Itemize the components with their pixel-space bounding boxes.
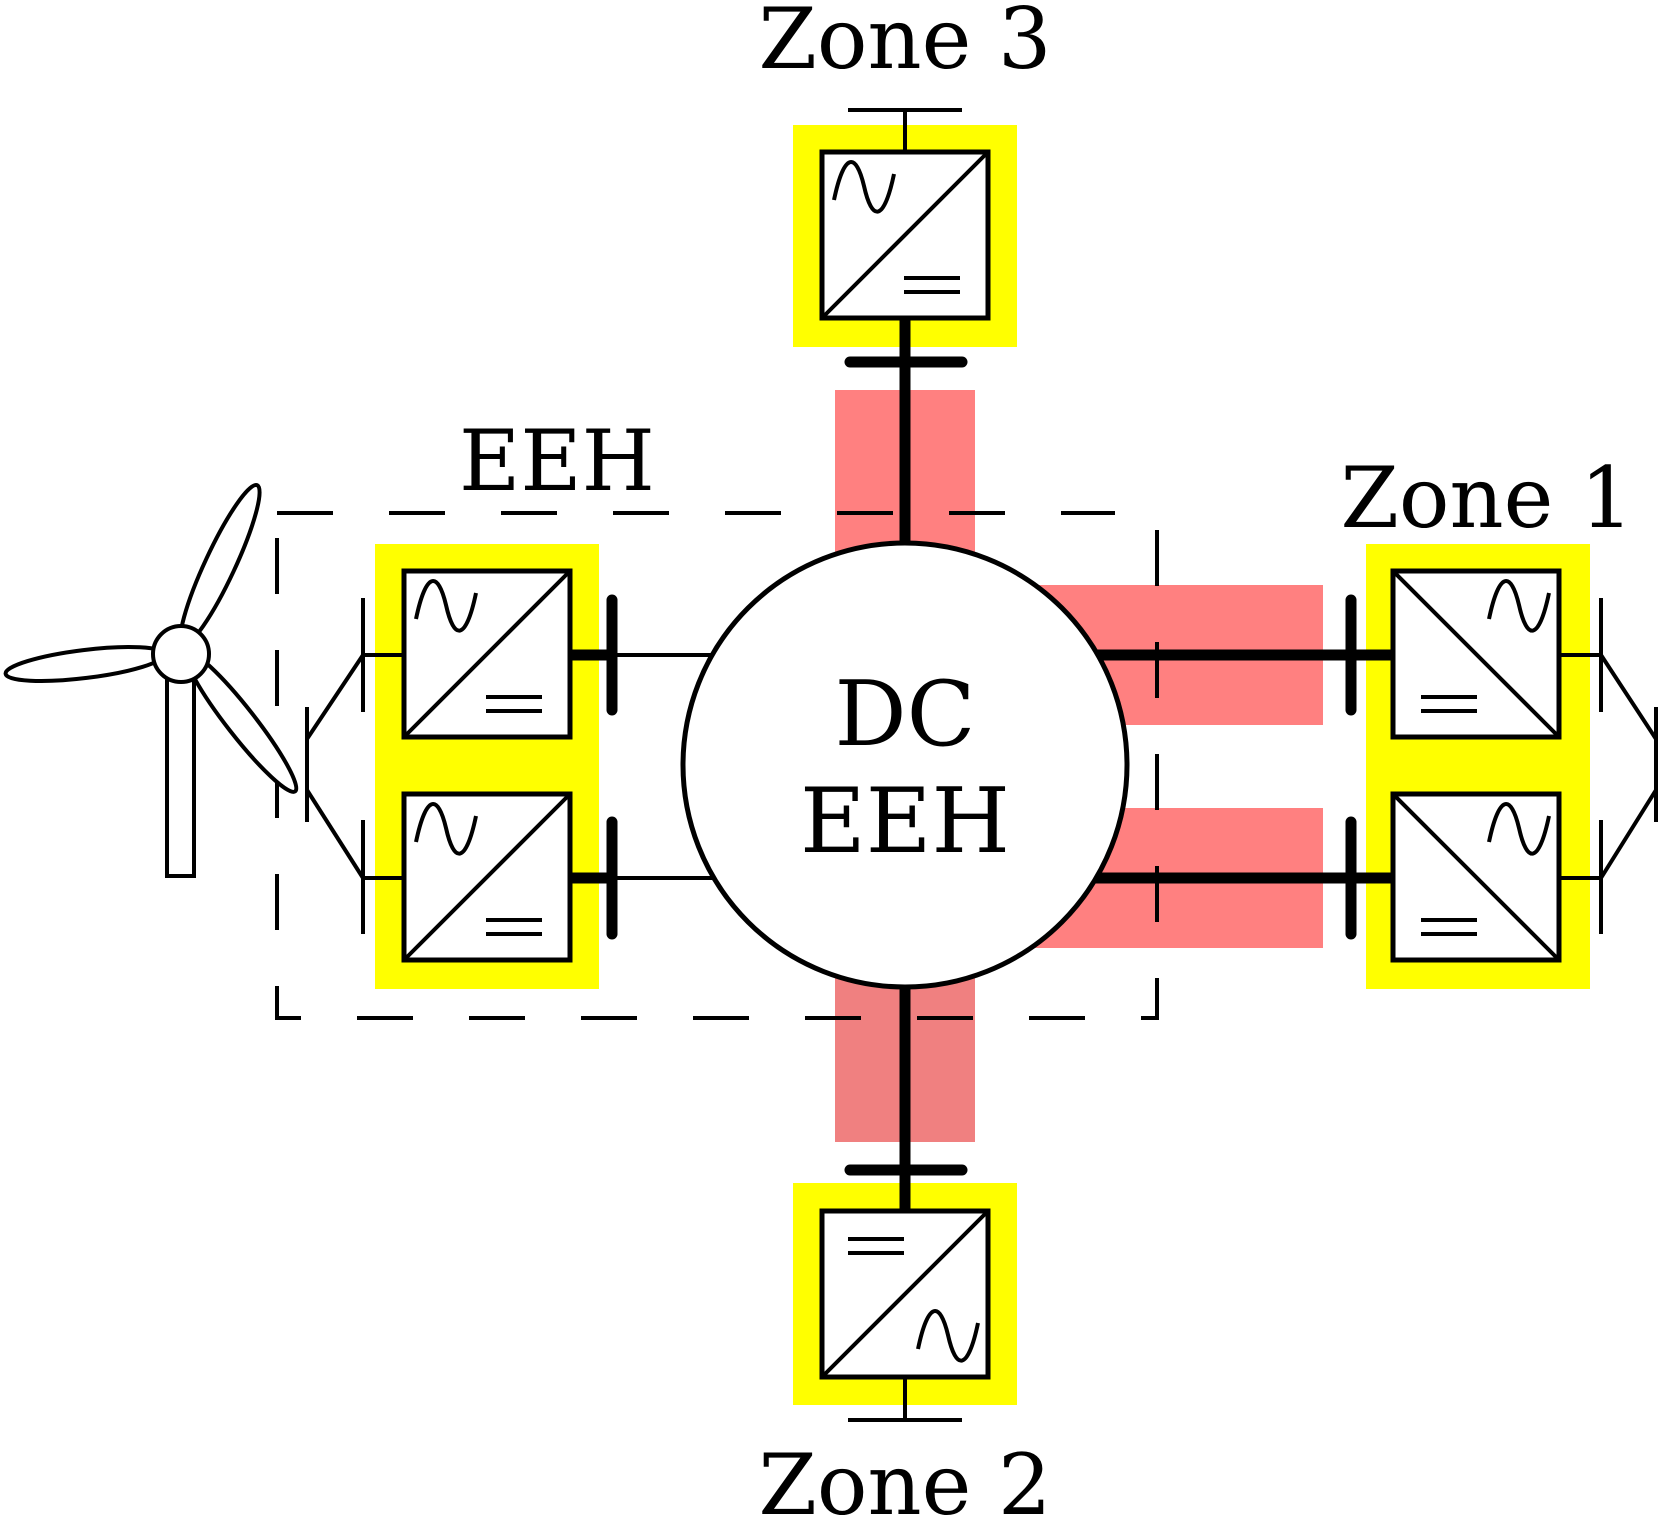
ac-dc-converter-icon xyxy=(401,791,573,963)
turbine-tower xyxy=(165,662,196,878)
dc-links xyxy=(566,314,1398,1218)
label-eeh: EEH xyxy=(459,412,655,510)
wire-zone1-upper-load xyxy=(1599,653,1658,741)
wind-turbine-icon xyxy=(3,482,299,878)
wire-zone1-lower-load xyxy=(1599,788,1658,880)
ac-dc-converter-icon xyxy=(1390,791,1562,963)
hub-label-line1: DC xyxy=(834,662,975,767)
ac-dc-converter-icon xyxy=(401,568,573,740)
label-zone3: Zone 3 xyxy=(759,0,1052,88)
label-zone1: Zone 1 xyxy=(1341,449,1634,547)
turbine-hub xyxy=(151,624,211,684)
ac-dc-converter-icon xyxy=(1390,568,1562,740)
hub-label-line2: EEH xyxy=(800,769,1010,874)
turbine-blade-left xyxy=(3,645,167,683)
ac-wires xyxy=(305,108,1658,1422)
wire-wind-lower xyxy=(305,788,365,880)
dc-eeh-hub xyxy=(680,540,1130,990)
label-zone2: Zone 2 xyxy=(759,1436,1052,1522)
ac-dc-converter-icon xyxy=(819,149,991,321)
ac-dc-converter-icon xyxy=(819,1208,991,1380)
wire-wind-upper xyxy=(305,653,365,741)
